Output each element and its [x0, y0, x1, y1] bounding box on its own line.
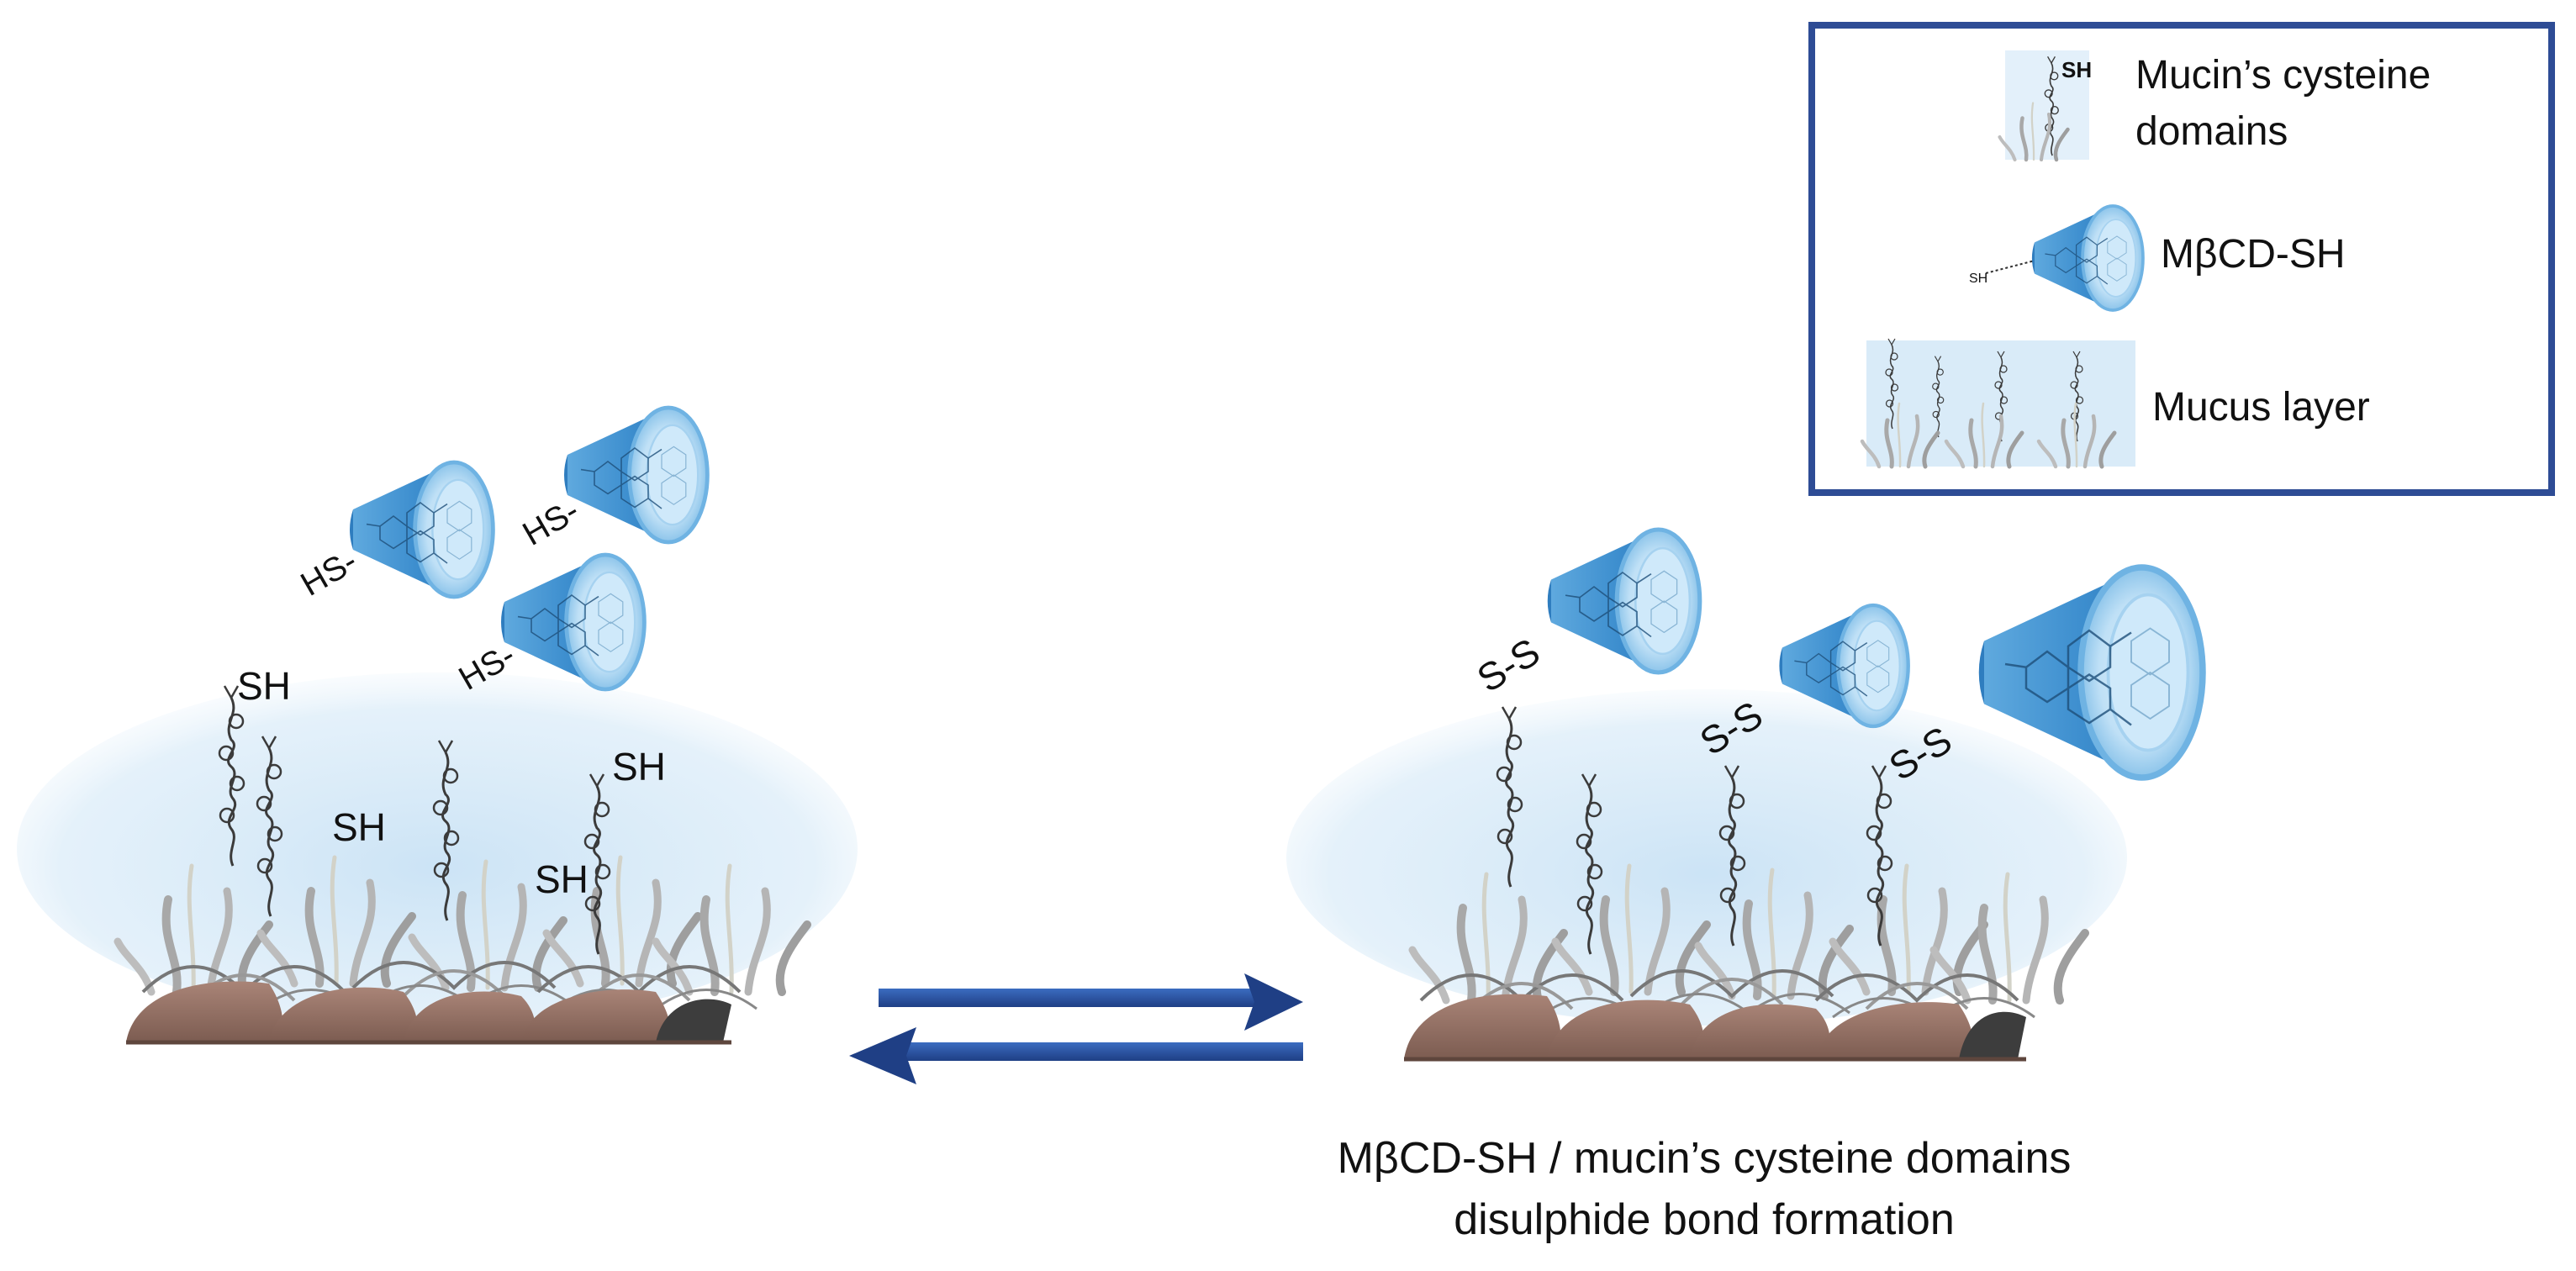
legend-label-mucin-line1: Mucin’s cysteine [2135, 53, 2431, 98]
legend-cone-sh-text: SH [1969, 272, 1987, 286]
reverse-arrow [849, 1027, 1303, 1084]
equilibrium-arrows [849, 973, 1303, 1084]
epithelial-cells-right [1404, 994, 2026, 1062]
legend: SH Mucin’s cysteine domains SH MβCD-SH M… [1808, 22, 2555, 496]
legend-label-mucin-line2: domains [2135, 109, 2288, 154]
mucin-thiol-label-3: SH [332, 805, 386, 849]
forward-arrow [879, 973, 1303, 1031]
caption: MβCD-SH / mucin’s cysteine domains disul… [1338, 1134, 2072, 1244]
bound-mbcd-right-1 [1548, 530, 1700, 672]
mbcd-sh-molecule-left-1 [350, 462, 493, 597]
legend-label-mucus: Mucus layer [2152, 385, 2370, 430]
disulphide-label-1: S-S [1470, 630, 1548, 701]
thiol-label-left-1: HS- [295, 542, 364, 604]
legend-sh-icon-text: SH [2061, 57, 2092, 82]
left-panel: HS- HS- HS- SH SH SH SH [17, 408, 858, 1045]
mbcd-sh-molecule-left-2 [564, 408, 707, 542]
mucin-thiol-label-2: SH [612, 745, 666, 788]
thiol-label-left-2: HS- [517, 492, 586, 553]
mucin-thiol-label-4: SH [535, 857, 589, 901]
caption-line-2: disulphide bond formation [1454, 1195, 1955, 1244]
legend-label-mbcd: MβCD-SH [2161, 232, 2346, 277]
epithelial-cells-left [126, 981, 731, 1045]
right-panel: S-S S-S S-S [1286, 530, 2203, 1062]
mucin-thiol-label-1: SH [237, 664, 291, 708]
legend-item-mucus-layer: Mucus layer [1862, 338, 2370, 467]
legend-item-mbcd-sh: SH MβCD-SH [1969, 204, 2346, 312]
legend-item-mucin-cysteine: SH Mucin’s cysteine domains [2000, 50, 2431, 160]
caption-line-1: MβCD-SH / mucin’s cysteine domains [1338, 1134, 2072, 1183]
mbcd-sh-molecule-left-3 [501, 555, 644, 689]
